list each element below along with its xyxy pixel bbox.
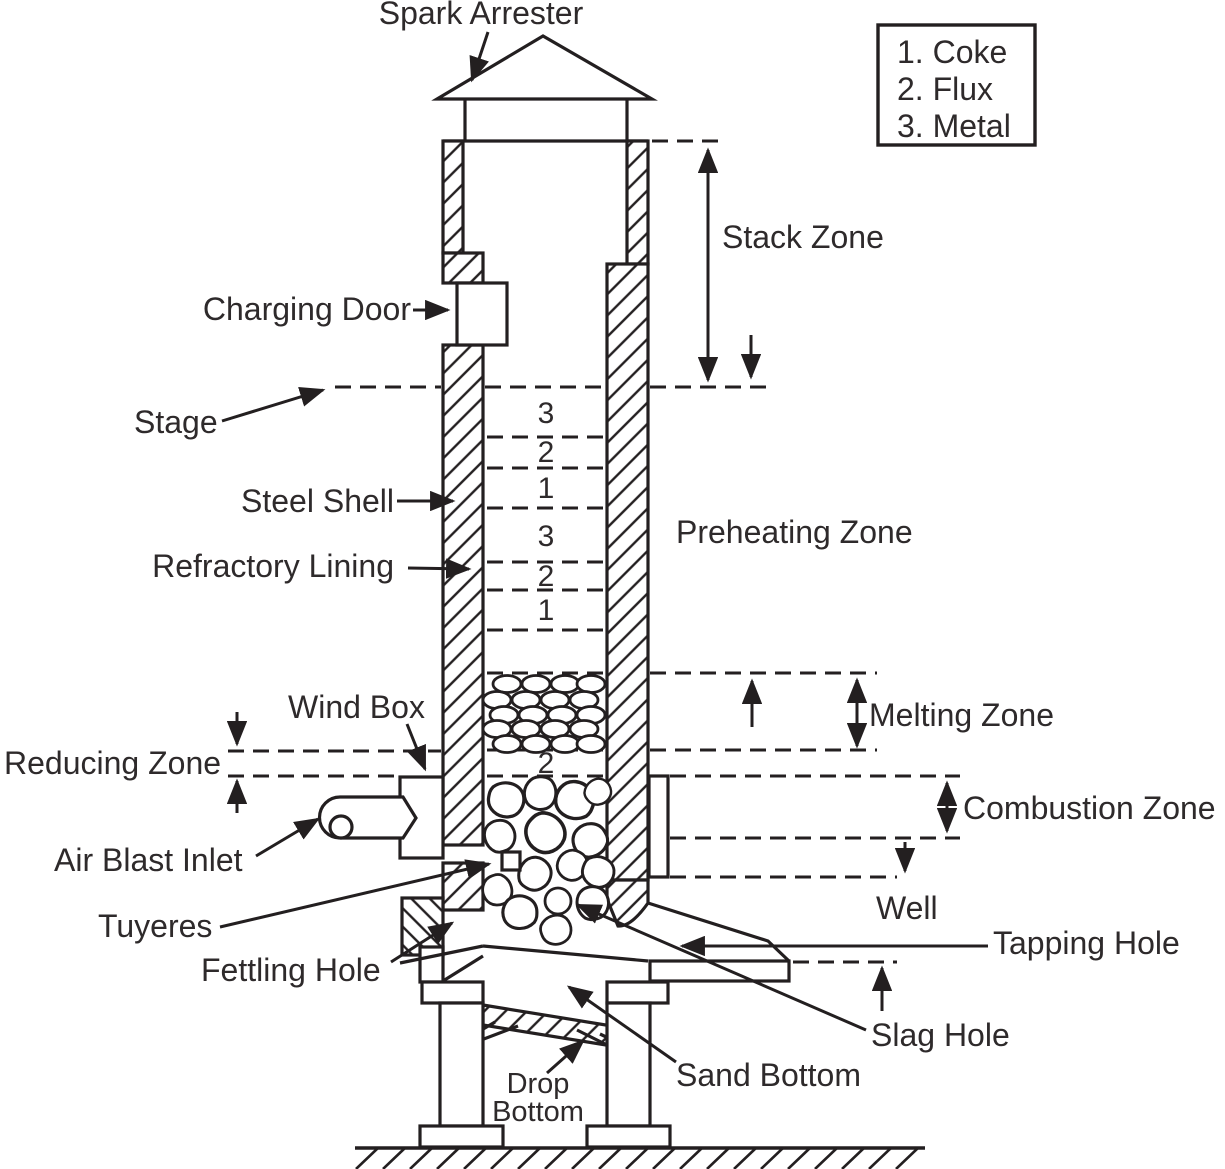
air-blast-inlet-pointer [255, 817, 321, 858]
left-wall [441, 139, 485, 912]
slag-spout-bracket [647, 774, 670, 879]
spark-arrester-cap [431, 34, 658, 101]
legend-item-coke: 1. Coke [897, 34, 1007, 70]
legend-item-flux: 2. Flux [897, 71, 993, 107]
label-wind-box: Wind Box [288, 689, 425, 725]
charge-layer-number: 1 [538, 472, 555, 505]
label-stack-zone: Stack Zone [722, 219, 884, 255]
label-tapping-hole: Tapping Hole [993, 925, 1180, 961]
label-charging-door: Charging Door [203, 291, 411, 327]
label-stage: Stage [134, 404, 218, 440]
label-air-blast-inlet: Air Blast Inlet [54, 842, 243, 878]
bottom-flange-left [420, 980, 485, 1005]
ground [355, 1146, 925, 1169]
stage-pointer [221, 386, 326, 423]
tuyere-opening [500, 850, 522, 872]
label-spark-arrester: Spark Arrester [379, 0, 584, 31]
label-preheating-zone: Preheating Zone [676, 514, 913, 550]
charge-layer-number: 2 [538, 436, 555, 469]
labels: Spark Arrester Charging Door Stage Steel… [4, 0, 1216, 1128]
chimney-neck [443, 99, 648, 143]
fettling-hole-pointer [390, 921, 455, 964]
label-drop-bottom-line2: Bottom [492, 1096, 584, 1128]
charge-layer-number: 3 [538, 520, 555, 553]
charge-layer-number: 3 [538, 397, 555, 430]
label-fettling-hole: Fettling Hole [201, 952, 381, 988]
label-melting-zone: Melting Zone [869, 697, 1054, 733]
right-wall [605, 139, 650, 928]
annotations [219, 31, 988, 1075]
drop-bottom-pointer [546, 1039, 585, 1075]
refractory-lining-pointer [407, 558, 472, 579]
tapping-spout [647, 901, 791, 983]
sand-bottom-surface [399, 944, 649, 983]
charge-layer-number: 1 [538, 594, 555, 627]
label-slag-hole: Slag Hole [871, 1017, 1010, 1053]
label-sand-bottom: Sand Bottom [676, 1057, 861, 1093]
legend-item-metal: 3. Metal [897, 108, 1011, 144]
zone-boundaries [228, 139, 960, 964]
label-tuyeres: Tuyeres [98, 908, 212, 944]
label-refractory-lining: Refractory Lining [152, 548, 394, 584]
label-steel-shell: Steel Shell [241, 483, 394, 519]
charge-layer-number: 2 [538, 560, 555, 593]
slag-hole-opening [543, 886, 573, 916]
bottom-flange-right [605, 980, 670, 1005]
spark-arrester-pointer [469, 31, 490, 83]
legend-box: 1. Coke 2. Flux 3. Metal [876, 23, 1037, 147]
left-lower-wall-step [418, 945, 445, 984]
air-blast-pipe [317, 795, 418, 840]
sand-bottom-pointer [566, 985, 677, 1064]
charging-door [455, 281, 509, 347]
charge-contents: 3 2 1 3 2 1 2 [477, 397, 620, 950]
flux-layer-number: 2 [538, 747, 555, 780]
coke-lumps-well [477, 772, 620, 950]
label-drop-bottom-line1: Drop [507, 1068, 570, 1100]
tuyeres-pointer [219, 859, 492, 929]
furnace-structure [317, 34, 925, 1169]
slag-hole-pointer [575, 903, 867, 1032]
support-legs [418, 1001, 672, 1149]
label-reducing-zone: Reducing Zone [4, 745, 221, 781]
label-well: Well [876, 890, 938, 926]
label-combustion-zone: Combustion Zone [963, 790, 1216, 826]
coke-bed-melting-zone [481, 674, 607, 754]
wind-box-pointer [405, 723, 427, 772]
